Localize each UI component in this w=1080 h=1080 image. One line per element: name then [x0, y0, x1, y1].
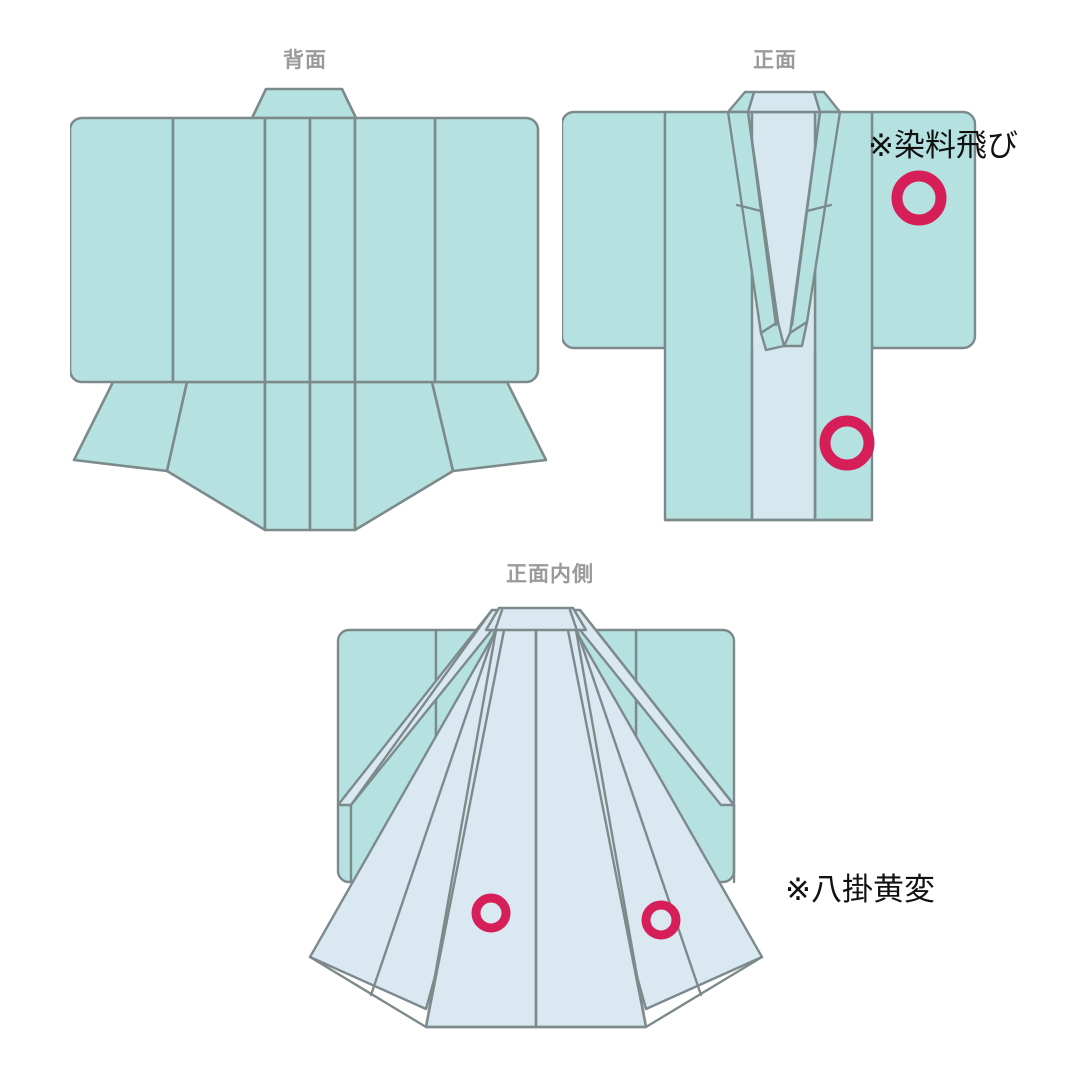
back-sleeve-left: [70, 116, 175, 384]
front-sleeve-right: [870, 110, 977, 350]
inner-fold-right: [578, 608, 736, 884]
inner-seam-right: [574, 628, 648, 1029]
front-collar-band-right-outer: [812, 90, 842, 114]
front-collar-band-left-outer: [726, 90, 756, 114]
inner-collar-top: [484, 606, 588, 632]
back-skirt-left-inner: [165, 380, 267, 532]
view-label-back: 背面: [283, 48, 327, 72]
front-collar-crease-right: [805, 203, 833, 213]
back-body-panel-4: [353, 116, 437, 384]
marker-inner-left: [471, 893, 511, 933]
inner-fold-right-2: [568, 608, 703, 997]
note-hakkake-yellowing: ※八掛黄変: [785, 872, 935, 908]
kimono-back-view: [70, 87, 548, 532]
marker-inner-right: [641, 900, 681, 940]
note-dye-splatter: ※染料飛び: [868, 128, 1018, 164]
inner-fold-left-2: [369, 608, 504, 997]
back-sleeve-right: [433, 116, 540, 384]
inner-seam-left: [424, 628, 498, 1029]
back-body-panel-3: [308, 116, 357, 384]
view-label-front: 正面: [753, 48, 797, 72]
inner-hem: [308, 955, 764, 1029]
front-collar-inner-right: [790, 110, 822, 327]
marker-front-upper-right: [891, 170, 947, 226]
back-body-panel-1: [171, 116, 267, 384]
kimono-inner-front-view: [308, 606, 764, 1029]
kimono-front-view: [562, 90, 977, 522]
back-skirt-centre-left: [263, 380, 312, 532]
back-body-panel-2: [263, 116, 312, 384]
inner-fold-left: [349, 608, 494, 884]
front-collar-band-right-lower: [782, 320, 809, 348]
marker-front-lower-right: [819, 415, 875, 471]
front-collar-crease-left: [735, 203, 763, 213]
back-collar: [250, 87, 358, 120]
back-skirt-right-outer: [430, 380, 548, 473]
back-skirt-centre-right: [308, 380, 357, 532]
front-collar-inner-left: [746, 110, 778, 327]
view-label-inner-front: 正面内側: [506, 562, 594, 586]
front-sleeve-left: [562, 110, 667, 350]
front-collar-top: [746, 90, 822, 114]
